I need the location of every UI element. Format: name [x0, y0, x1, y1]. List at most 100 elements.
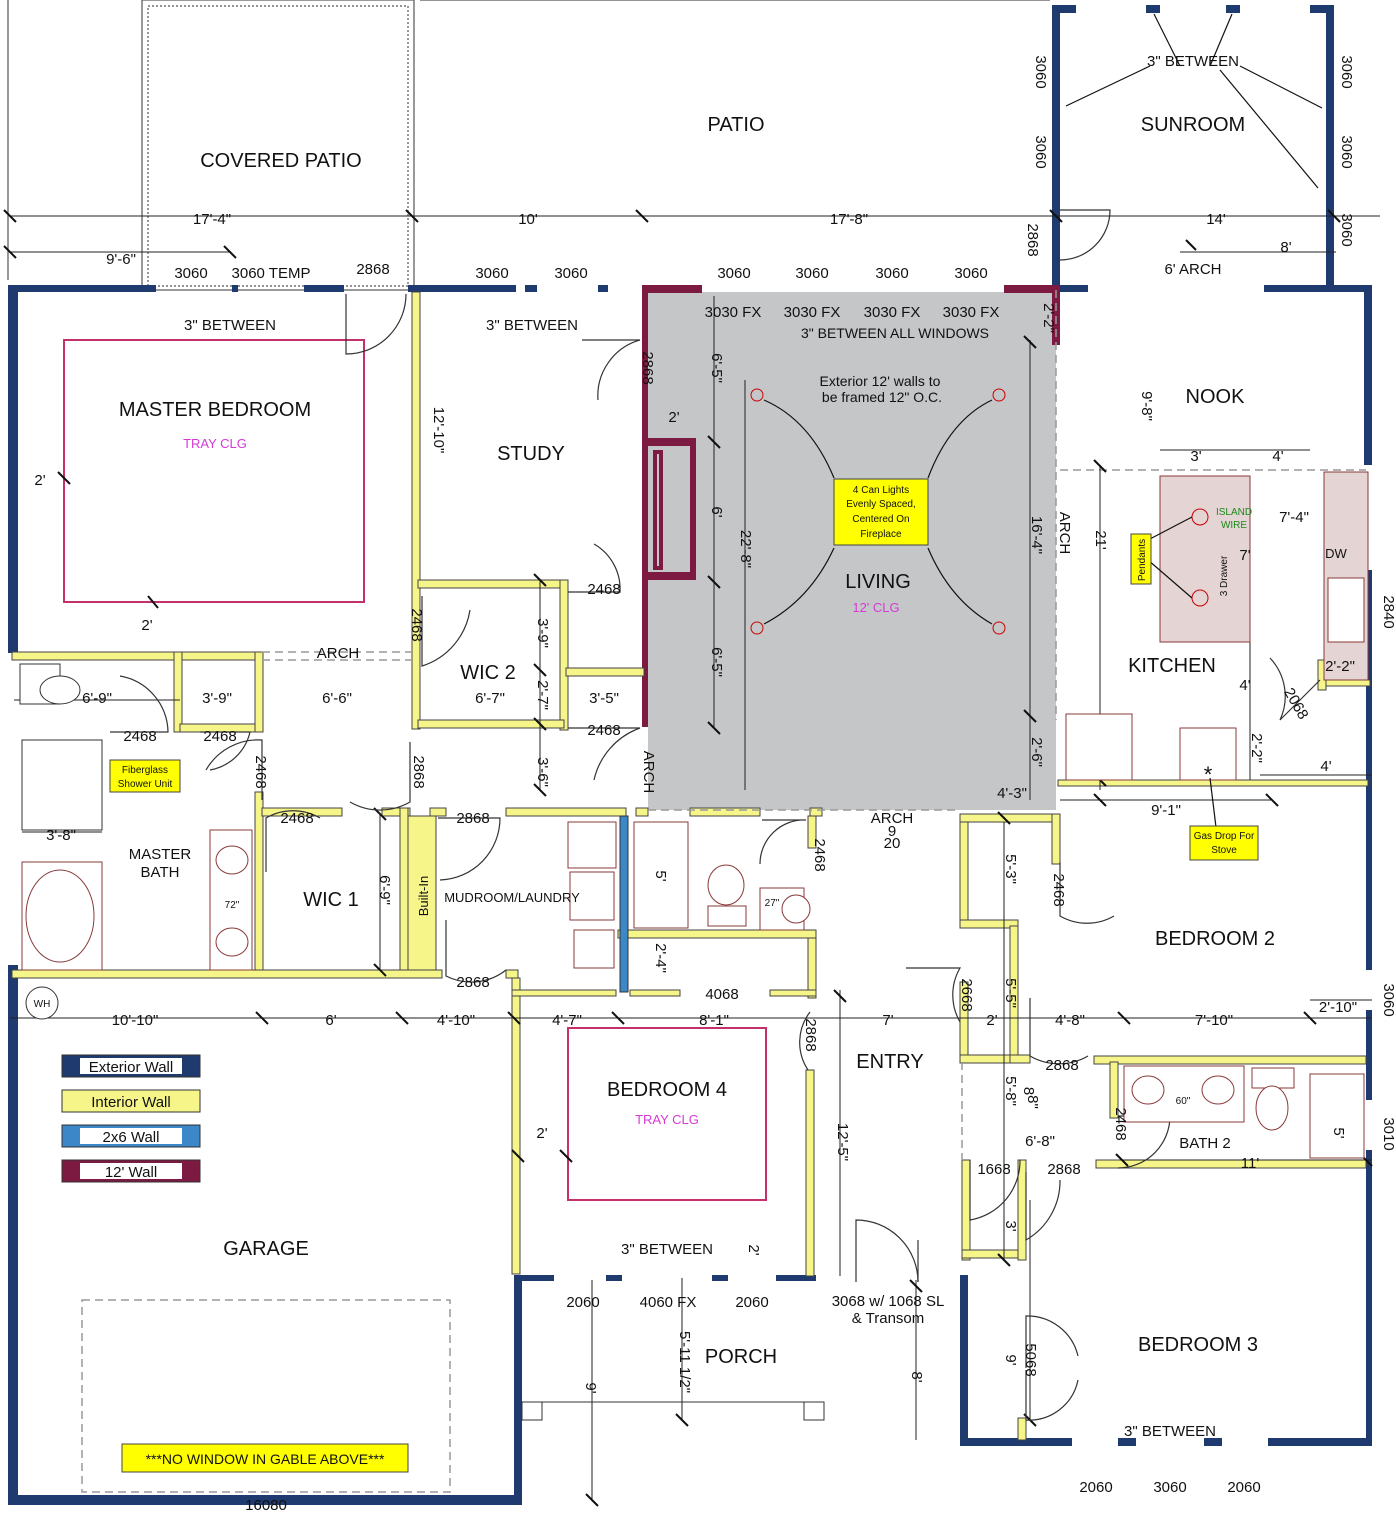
dimension-label: 3060	[1338, 135, 1355, 168]
dimension-label: 3" BETWEEN	[1124, 1423, 1216, 1440]
dimension-label: 7'	[882, 1012, 893, 1029]
dimension-label: 3'-5"	[589, 690, 619, 707]
dimension-label: 5'	[652, 870, 669, 881]
note-gas-drop-2: Stove	[1211, 845, 1237, 856]
dimension-label: 3060	[1032, 135, 1049, 168]
dimension-label: 9'	[1002, 1354, 1019, 1365]
dimension-label: 3" BETWEEN	[621, 1241, 713, 1258]
dimension-label: 3060	[174, 265, 207, 282]
door-swings	[110, 209, 1321, 1421]
dimension-label: 5'	[1330, 1127, 1347, 1138]
dimension-label: 3'	[1190, 448, 1201, 465]
note-pendants: Pendants	[1137, 539, 1148, 581]
dimension-label: 3060	[1153, 1479, 1186, 1496]
dimension-label: 8	[1020, 1087, 1037, 1095]
dimension-label: 2'	[745, 1244, 762, 1255]
legend-label: Exterior Wall	[89, 1059, 173, 1076]
dimension-label: 3'-6"	[534, 757, 551, 787]
note-labels: Exterior 12' walls to be framed 12" O.C.…	[118, 325, 1348, 1467]
note-dw: DW	[1325, 546, 1347, 561]
dimension-label: 7'-4"	[1279, 509, 1309, 526]
dimension-label: 21'	[1092, 530, 1109, 550]
dimension-label: 2'	[536, 1125, 547, 1142]
dimension-label: 3'-8"	[46, 827, 76, 844]
dimension-label: 2868	[356, 261, 389, 278]
dimension-label: 2'	[986, 1012, 997, 1029]
note-exterior-walls-1: Exterior 12' walls to	[820, 373, 941, 389]
note-arrows	[763, 13, 1323, 861]
note-vanity-72: 72"	[225, 900, 240, 911]
label-garage: GARAGE	[223, 1238, 309, 1260]
dimension-label: 4'-8"	[1055, 1012, 1085, 1029]
dimension-label: 16'-4"	[1028, 516, 1045, 554]
dimension-label: 6'-5"	[708, 647, 725, 677]
dimension-label: 9	[888, 823, 896, 840]
label-wic1: WIC 1	[303, 889, 359, 911]
note-island-wire-1: ISLAND	[1216, 507, 1252, 518]
dimension-label: 3060	[1032, 55, 1049, 88]
label-wic2: WIC 2	[460, 662, 516, 684]
legend-label: 2x6 Wall	[103, 1129, 160, 1146]
legend-label-bg	[80, 1093, 182, 1109]
exterior-walls	[8, 5, 1372, 1505]
dimension-label: 17'-8"	[830, 211, 868, 228]
label-master-bath-1: MASTER	[129, 846, 192, 863]
patio-outlines	[7, 0, 1050, 291]
note-fiberglass-2: Shower Unit	[118, 779, 173, 790]
dimension-label: 6'-8"	[1025, 1133, 1055, 1150]
label-sunroom: SUNROOM	[1141, 114, 1245, 136]
dimension-label: 2'-2"	[1248, 733, 1265, 763]
can-light-icon	[750, 388, 764, 402]
dimension-label: 20	[884, 835, 901, 852]
note-can-lights-4: Fireplace	[860, 529, 902, 540]
can-light-icon	[750, 621, 764, 635]
dimension-label: 8"	[1024, 1095, 1041, 1109]
label-bath2: BATH 2	[1179, 1135, 1230, 1152]
dimension-label: 9'-6"	[106, 251, 136, 268]
label-kitchen: KITCHEN	[1128, 655, 1216, 677]
twelve-foot-walls	[642, 285, 1060, 727]
dimension-label: 10'-10"	[112, 1012, 159, 1029]
dimension-label: 2468	[408, 608, 425, 641]
dimension-label: 5'-11 1/2"	[676, 1331, 693, 1393]
dimension-label: 6'	[325, 1012, 336, 1029]
dimension-label: 2060	[1079, 1479, 1112, 1496]
label-wh: WH	[34, 999, 51, 1010]
dimension-label: 2468	[1050, 873, 1067, 906]
dimension-label: 2468	[280, 810, 313, 827]
dimension-label: 2'-7"	[534, 680, 551, 710]
dimension-label: 6'-6"	[322, 690, 352, 707]
tray-ceilings	[63, 339, 767, 1201]
dimension-label: 3" BETWEEN	[184, 317, 276, 334]
dimension-label: 12'-10"	[430, 407, 447, 454]
dimension-label: 2060	[735, 1294, 768, 1311]
can-light-icon	[992, 388, 1006, 402]
dimension-label: 4'-7"	[552, 1012, 582, 1029]
dimension-label: 6'	[708, 506, 725, 517]
dimension-label: 3060	[1338, 55, 1355, 88]
dimension-label: 2'	[141, 617, 152, 634]
legend-label-bg	[80, 1128, 182, 1144]
dimension-label: 3'	[1002, 1220, 1019, 1231]
dimension-label: 8'	[1280, 239, 1291, 256]
two-by-six-wall	[619, 815, 629, 993]
dimension-label: 6' ARCH	[1164, 261, 1221, 278]
dimension-label: 9'-1"	[1151, 802, 1181, 819]
dimension-label: 17'-4"	[193, 211, 231, 228]
porch-posts	[521, 1401, 825, 1421]
note-gas-drop-1: Gas Drop For	[1194, 831, 1255, 842]
legend-label: Interior Wall	[91, 1094, 170, 1111]
dimension-label: 3030 FX	[784, 304, 841, 321]
dimension-label: 2868	[456, 810, 489, 827]
note-front-door-2: & Transom	[852, 1310, 925, 1327]
note-can-lights-3: Centered On	[852, 514, 909, 525]
label-b4-ceiling: TRAY CLG	[635, 1112, 699, 1127]
dimension-label: 2'-2"	[1040, 303, 1057, 333]
dimension-label: 4'	[1239, 677, 1250, 694]
dimension-label: 5'-8"	[1002, 1076, 1019, 1106]
dimension-label: 5'-5"	[1002, 978, 1019, 1008]
dimension-lines	[10, 215, 1380, 1500]
label-bedroom2: BEDROOM 2	[1155, 928, 1275, 950]
dimension-label: 4'	[1272, 448, 1283, 465]
dimension-label: 4068	[705, 986, 738, 1003]
